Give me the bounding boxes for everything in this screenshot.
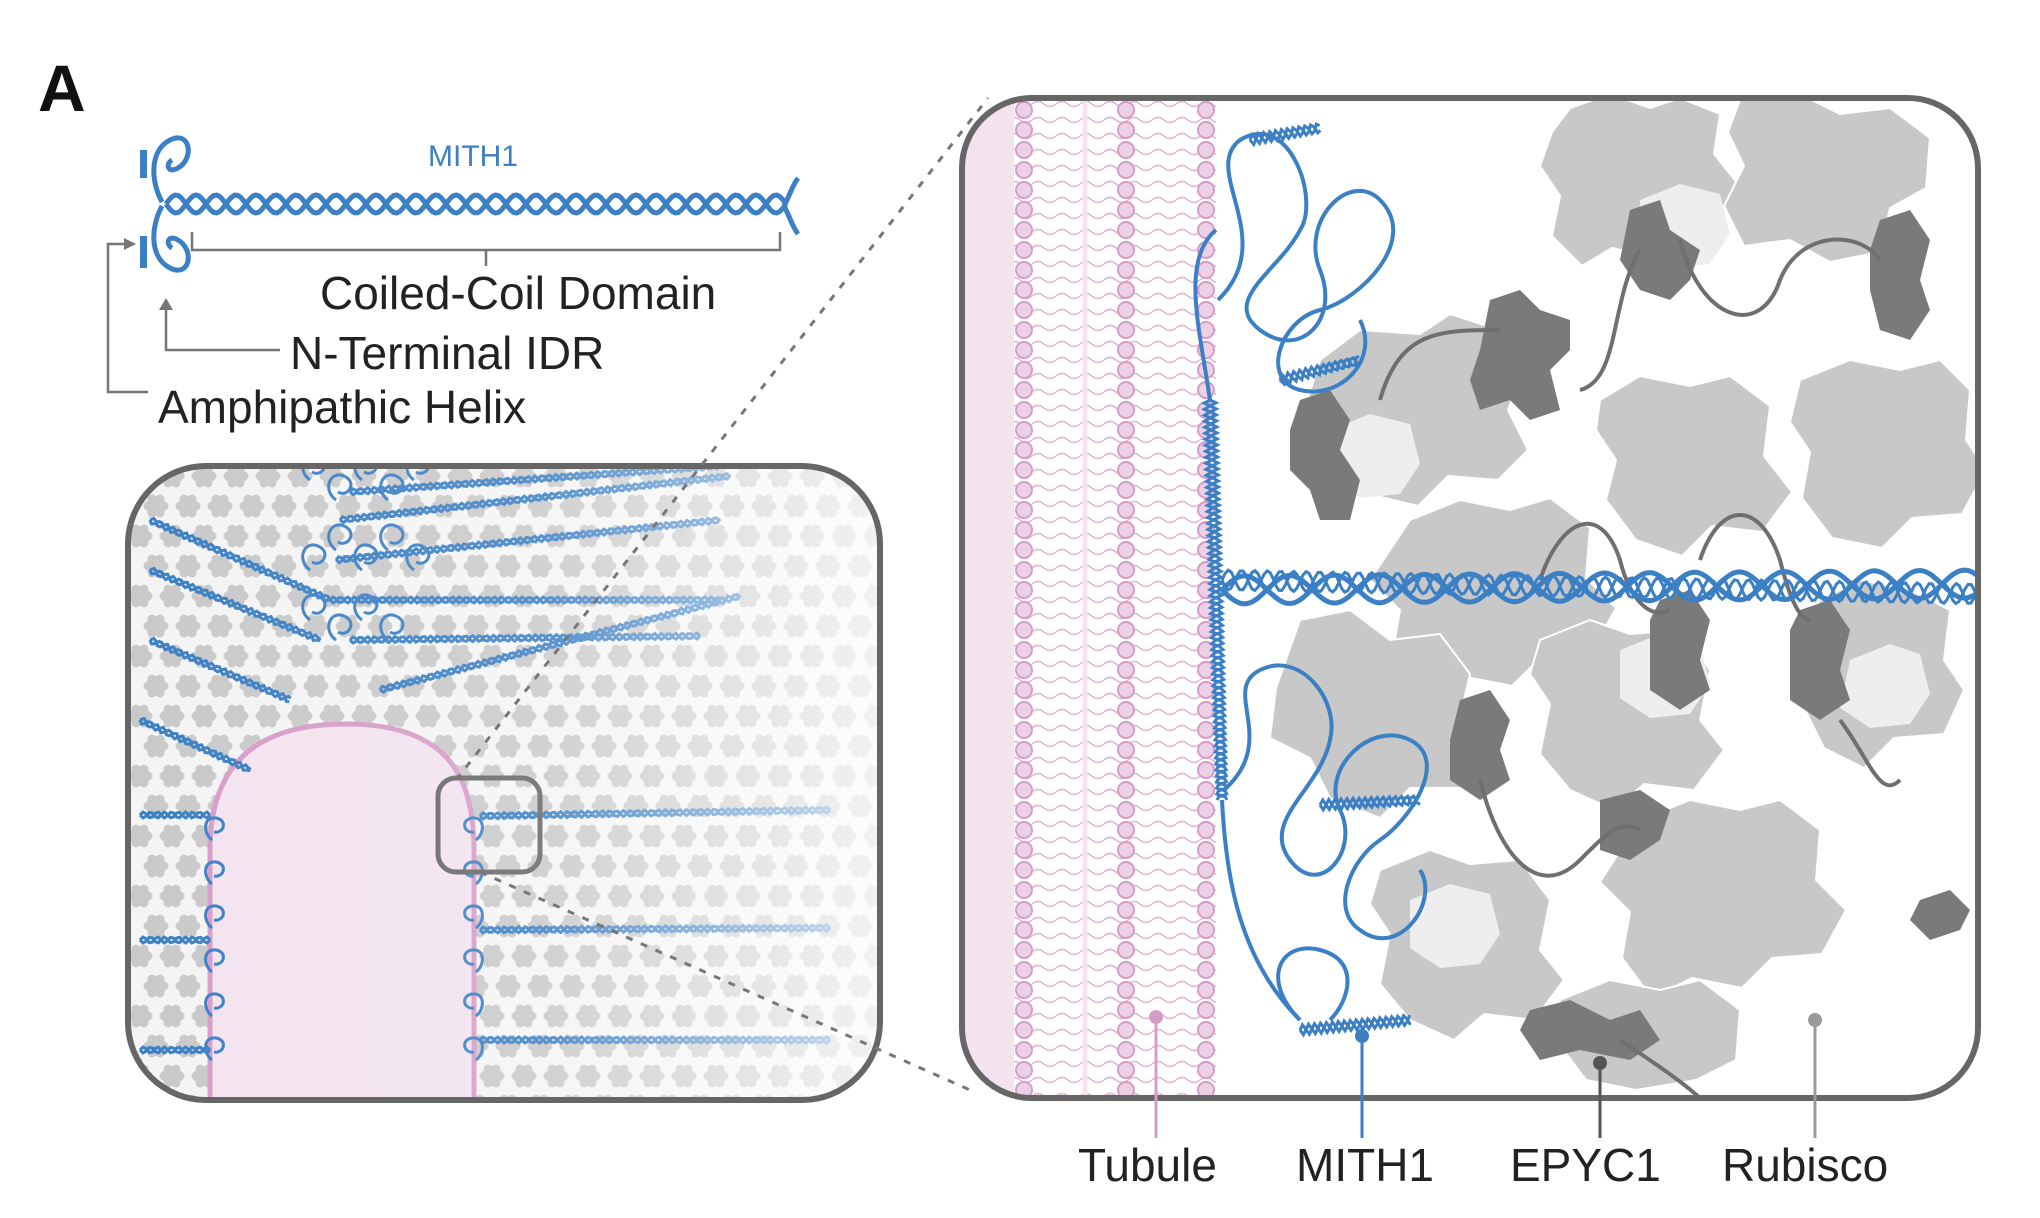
left-inset-panel [125,463,883,1103]
legend-label-epyc1: EPYC1 [1510,1139,1661,1191]
legend-pointers [1149,1010,1822,1138]
n-terminal-idr-top [151,135,191,204]
n-terminal-idr-bottom [151,204,191,273]
tubule-lumen [962,98,1014,1098]
coiled-coil-diagram [163,192,789,216]
amphipathic-helix-mark-top [140,150,147,178]
legend-label-rubisco: Rubisco [1722,1139,1889,1191]
right-zoom-panel [959,95,1981,1101]
mith1-protein-label: MITH1 [428,140,518,173]
mith1-idr-bottom-loop [1276,946,1350,1022]
epyc1-linkers [1378,237,1902,1098]
legend-label-tubule: Tubule [1078,1139,1217,1191]
mith1-idr-lower [1222,663,1429,940]
mith1-idr-upper [1216,131,1396,394]
n-terminal-arrowhead [159,298,173,310]
zoom-connector-top [454,97,990,781]
panel-label: A [38,51,86,125]
coiled-coil-domain-label: Coiled-Coil Domain [320,267,717,319]
mith1-domain-schematic [106,135,801,394]
legend-label-mith1: MITH1 [1296,1139,1434,1191]
amphipathic-arrowhead [124,238,136,250]
n-terminal-idr-label: N-Terminal IDR [290,327,605,379]
amphipathic-helix-label: Amphipathic Helix [158,381,527,433]
n-terminal-leader [164,300,280,352]
mith1-membrane-helix [1193,228,1302,1022]
amphipathic-helix-mark-bottom [140,236,147,268]
mith1-coiled-coil [1220,122,1978,1038]
coiled-coil-bracket [190,232,782,266]
amphipathic-leader [106,242,148,394]
